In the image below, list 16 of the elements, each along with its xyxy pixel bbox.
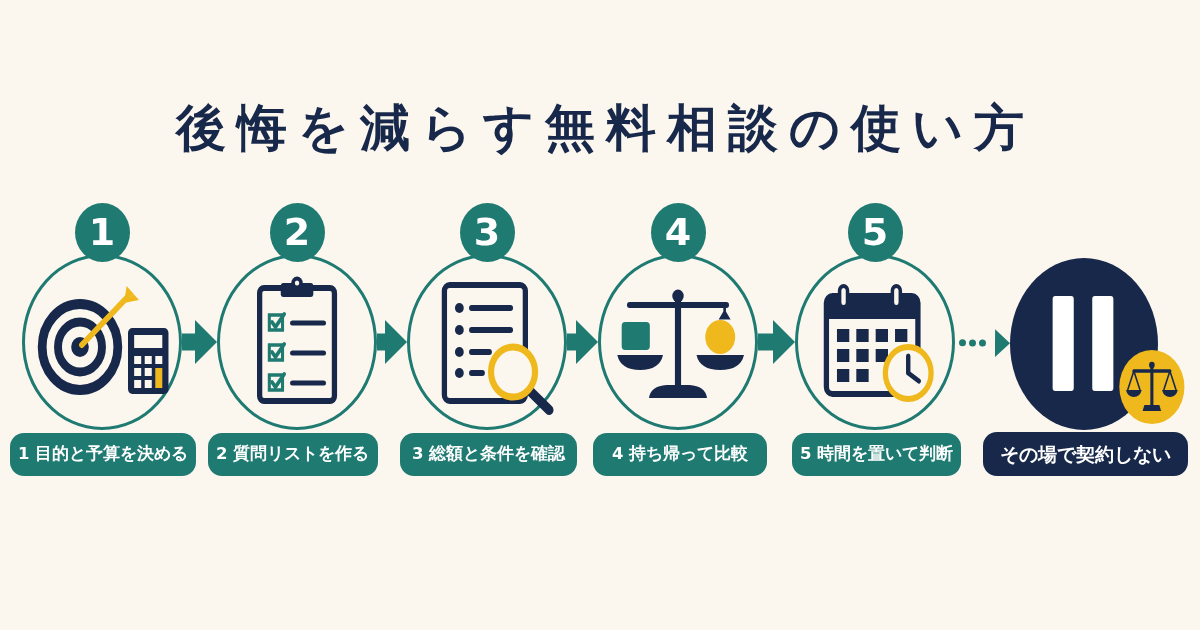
step-label: 4 持ち帰って比較 [593,432,767,476]
arrow [182,320,217,364]
title: 後悔を減らす無料相談の使い方 [174,98,1035,159]
number-badge: 2 [269,202,325,262]
number-badge: 3 [459,202,515,262]
number-badge: 1 [74,202,130,262]
arrow [567,320,598,364]
number-badge: 5 [847,202,903,262]
step-label: 1 目的と予算を決める [10,432,197,476]
arrow [377,320,407,364]
step-label: 3 総額と条件を確認 [400,432,577,476]
step-label: 5 時間を置いて判断 [792,432,962,476]
step-label: 2 質問リストを作る [207,432,378,476]
arrow [758,320,795,364]
end-label: その場で契約しない [983,432,1188,476]
number-badge: 4 [650,202,706,262]
